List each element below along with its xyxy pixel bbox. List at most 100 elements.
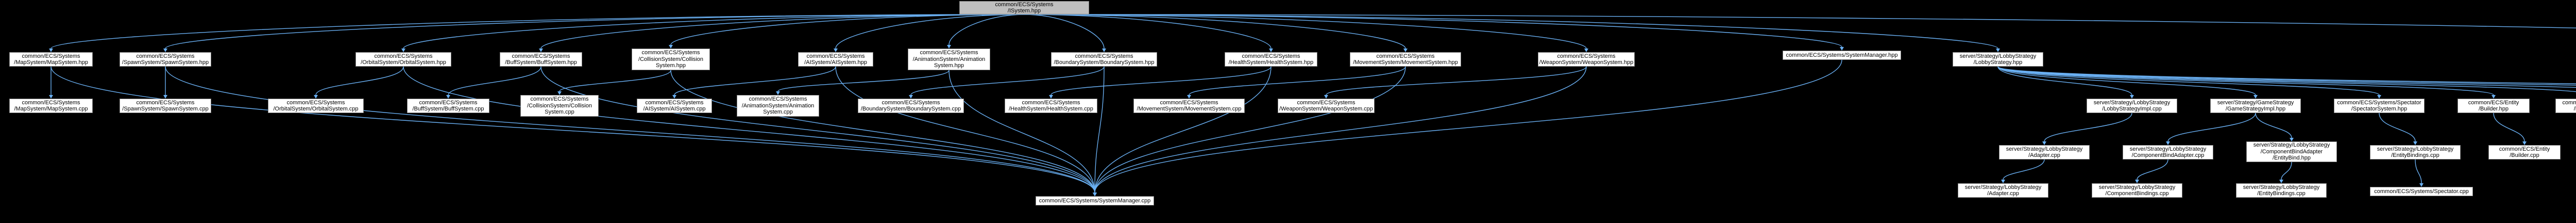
graph-edge [1050, 66, 1272, 95]
graph-edge [2003, 159, 2045, 180]
graph-arrowhead [1403, 49, 1408, 52]
graph-edge [2044, 113, 2132, 142]
graph-edge [670, 14, 1025, 45]
graph-node[interactable]: server/Strategy/LobbyStrategy /LobbyStra… [2087, 99, 2177, 113]
graph-edge [1094, 66, 1406, 193]
graph-arrowhead [2522, 141, 2527, 145]
graph-edge [835, 66, 1095, 193]
graph-edge [1024, 14, 2576, 28]
graph-arrowhead [2166, 141, 2170, 145]
graph-node[interactable]: common/ECS/Systems/Spectator /SpectatorS… [2334, 99, 2425, 113]
graph-node[interactable]: common/ECS/Systems /OrbitalSystem/Orbita… [355, 52, 451, 67]
graph-node[interactable]: common/ECS/Entity /Builder.cpp [2488, 145, 2561, 160]
graph-edge [1997, 66, 2380, 95]
graph-node[interactable]: common/ECS/Systems /ECSBind.cpp [2555, 99, 2576, 113]
graph-node[interactable]: server/Strategy/LobbyStrategy /LobbyStra… [1953, 52, 2043, 67]
graph-edge [1326, 66, 1587, 95]
graph-arrowhead [2377, 95, 2381, 99]
graph-edge [1997, 66, 2576, 85]
graph-node[interactable]: common/ECS/Systems /WeaponSystem/WeaponS… [1278, 99, 1375, 113]
graph-edge [403, 14, 1025, 49]
graph-edge [2379, 113, 2416, 142]
graph-edge [2167, 113, 2256, 142]
graph-node[interactable]: common/ECS/Systems /AISystem/AISystem.hp… [798, 52, 873, 67]
graph-arrowhead [557, 91, 562, 95]
graph-edge [403, 66, 1095, 193]
graph-node[interactable]: common/ECS/Systems /BoundarySystem/Bound… [1051, 52, 1157, 67]
graph-node[interactable]: common/ECS/Systems /OrbitalSystem/Orbita… [268, 99, 364, 113]
graph-edge [1024, 14, 1587, 49]
graph-node[interactable]: server/Strategy/GameStrategy /GameStrate… [2210, 99, 2301, 113]
graph-arrowhead [2492, 95, 2496, 99]
graph-node[interactable]: server/Strategy/LobbyStrategy /Component… [2092, 183, 2182, 198]
graph-arrowhead [909, 95, 913, 99]
graph-arrowhead [49, 49, 53, 52]
graph-node[interactable]: common/ECS/Systems /CollisionSystem/Coll… [520, 95, 599, 117]
graph-edge [1997, 66, 2132, 95]
graph-arrowhead [2001, 180, 2005, 183]
graph-edge [1997, 66, 2494, 95]
graph-arrowhead [1093, 193, 1097, 196]
graph-node[interactable]: server/Strategy/LobbyStrategy /EntityBin… [2370, 145, 2461, 160]
graph-edge [1024, 14, 1842, 47]
graph-node[interactable]: common/ECS/Systems /BoundarySystem/Bound… [858, 99, 964, 113]
graph-arrowhead [2042, 141, 2046, 145]
graph-edge [540, 66, 1095, 193]
graph-edge [50, 14, 1025, 49]
graph-edge [835, 14, 1025, 49]
graph-node[interactable]: common/ECS/Systems /SpawnSystem/SpawnSys… [120, 99, 211, 113]
graph-node[interactable]: server/Strategy/LobbyStrategy /Component… [2123, 145, 2213, 160]
graph-arrowhead [1324, 95, 1328, 99]
graph-node[interactable]: server/Strategy/LobbyStrategy /Adapter.c… [1958, 183, 2048, 198]
graph-node[interactable]: common/ECS/Systems /BuffSystem/BuffSyste… [407, 99, 489, 113]
graph-arrowhead [2253, 95, 2258, 99]
graph-edge [1094, 66, 1587, 193]
graph-node[interactable]: server/Strategy/LobbyStrategy /EntityBin… [2236, 183, 2327, 198]
graph-node[interactable]: common/ECS/Systems/Spectator.cpp [2370, 187, 2473, 196]
graph-node[interactable]: common/ECS/Systems /CollisionSystem/Coll… [632, 49, 710, 70]
graph-arrowhead [2419, 183, 2424, 187]
graph-node[interactable]: common/ECS/Systems /SpawnSystem/SpawnSys… [120, 52, 211, 67]
graph-edge [2281, 162, 2292, 180]
graph-arrowhead [401, 49, 405, 52]
graph-edge [2137, 159, 2168, 180]
graph-node[interactable]: common/ECS/Systems /MapSystem/MapSystem.… [9, 99, 93, 113]
graph-edge [1094, 66, 1105, 193]
graph-arrowhead [1996, 49, 2000, 52]
graph-arrowhead [2413, 141, 2417, 145]
graph-edge [948, 14, 1025, 45]
graph-node[interactable]: common/ECS/Systems /MovementSystem/Movem… [1350, 52, 1461, 67]
graph-arrowhead [1102, 49, 1106, 52]
graph-arrowhead [947, 45, 951, 49]
graph-edge [1024, 14, 1272, 49]
graph-edge [2415, 159, 2422, 184]
graph-node[interactable]: server/Strategy/LobbyStrategy /Adapter.c… [1999, 145, 2090, 160]
graph-arrowhead [2130, 95, 2134, 99]
graph-node[interactable]: common/ECS/Entity /Builder.hpp [2458, 99, 2530, 113]
graph-edge [1997, 66, 2576, 88]
graph-node[interactable]: common/ECS/Systems /MovementSystem/Movem… [1133, 99, 1245, 113]
graph-node[interactable]: common/ECS/Systems /HealthSystem/HealthS… [1005, 99, 1097, 113]
graph-node[interactable]: common/ECS/Systems /MapSystem/MapSystem.… [9, 52, 93, 67]
graph-arrowhead [2135, 180, 2139, 183]
graph-node[interactable]: common/ECS/Systems/SystemManager.hpp [1783, 51, 1901, 60]
graph-edge [1997, 66, 2576, 86]
graph-node[interactable]: common/ECS/Systems /AnimationSystem/Anim… [737, 95, 819, 117]
graph-edge [674, 66, 836, 95]
graph-node[interactable]: common/ECS/Systems /AnimationSystem/Anim… [908, 49, 990, 70]
graph-arrowhead [1584, 49, 1588, 52]
graph-node[interactable]: common/ECS/Systems /HealthSystem/HealthS… [1225, 52, 1317, 67]
graph-node[interactable]: common/ECS/Systems /WeaponSystem/WeaponS… [1538, 52, 1635, 67]
graph-arrowhead [49, 95, 53, 99]
graph-node[interactable]: common/ECS/Systems /BuffSystem/BuffSyste… [500, 52, 582, 67]
graph-arrowhead [163, 95, 167, 99]
graph-node[interactable]: common/ECS/Systems /AISystem/AISystem.cp… [637, 99, 712, 113]
graph-edge [910, 66, 1105, 95]
graph-edge [50, 66, 1095, 193]
graph-node[interactable]: server/Strategy/LobbyStrategy /Component… [2246, 141, 2337, 162]
graph-node[interactable]: common/ECS/Systems/SystemManager.cpp [1036, 196, 1154, 205]
graph-edge [2493, 113, 2525, 142]
graph-node[interactable]: common/ECS/Systems /ISystem.hpp [959, 1, 1089, 14]
